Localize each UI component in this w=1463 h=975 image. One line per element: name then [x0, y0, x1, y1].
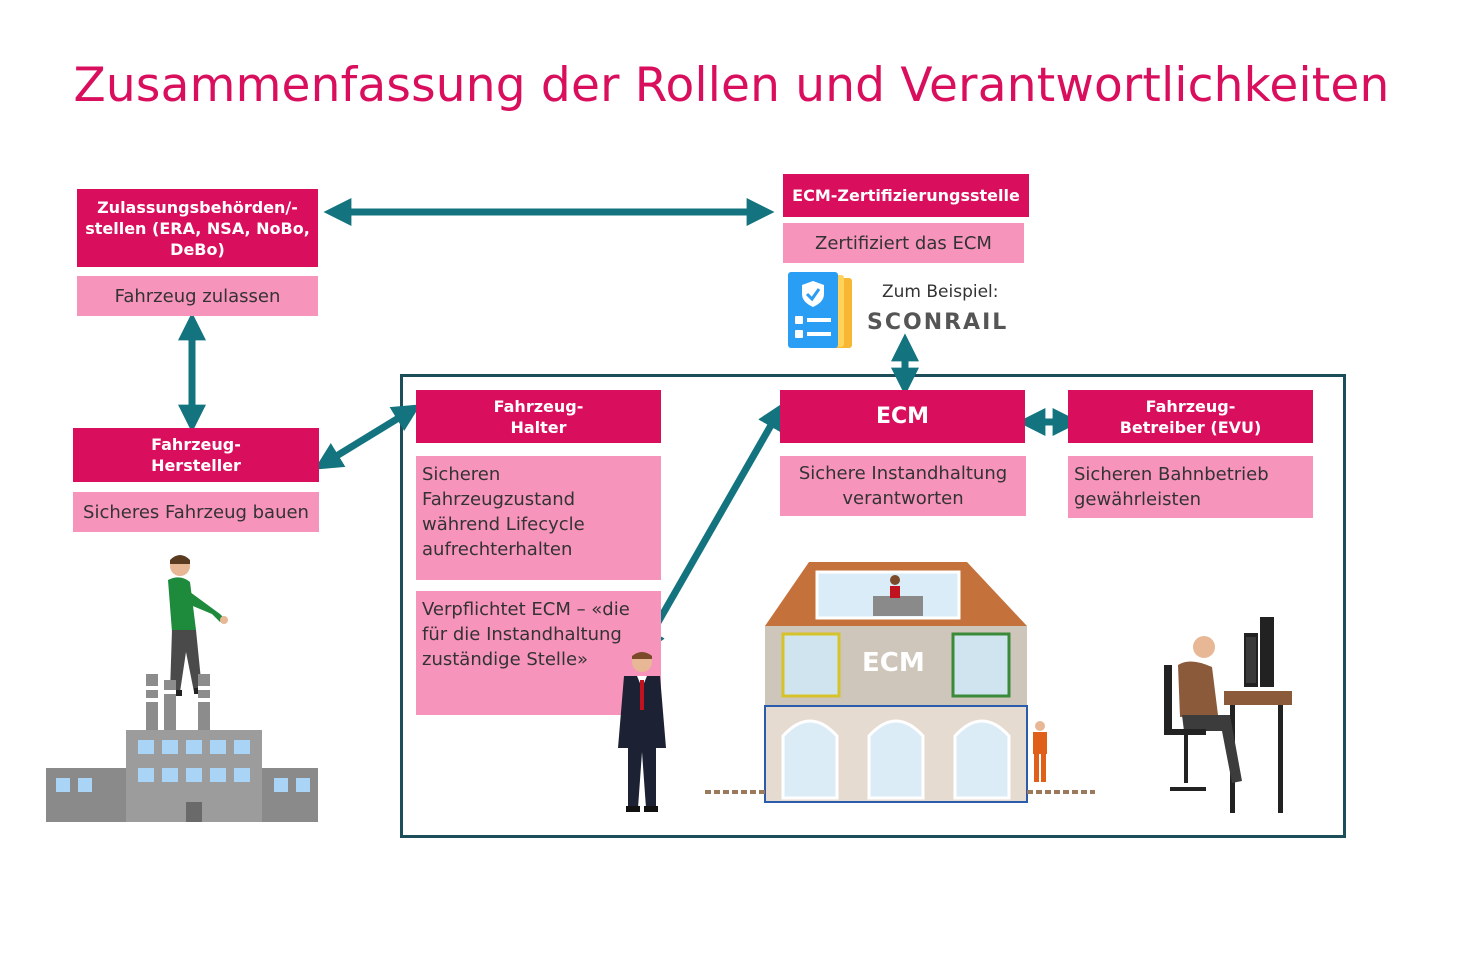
betreiber-desc: Sicheren Bahnbetrieb gewährleisten — [1068, 456, 1313, 518]
ecm-desc: Sichere Instandhaltung verantworten — [780, 456, 1026, 516]
ecm-header: ECM — [780, 390, 1025, 443]
halter-desc-2: Verpflichtet ECM – «die für die Instandh… — [416, 591, 661, 715]
factory-icon — [46, 674, 318, 822]
arrow-hersteller-halter — [314, 404, 421, 470]
hersteller-desc: Sicheres Fahrzeug bauen — [73, 492, 319, 532]
zulassung-header: Zulassungsbehörden/- stellen (ERA, NSA, … — [77, 189, 318, 267]
zertifizierung-header: ECM-Zertifizierungsstelle — [783, 174, 1029, 217]
hersteller-header: Fahrzeug- Hersteller — [73, 428, 319, 482]
sconrail-logo: SCONRAIL — [867, 310, 1009, 335]
halter-header: Fahrzeug- Halter — [416, 390, 661, 443]
certificate-icon — [788, 272, 852, 348]
page-title: Zusammenfassung der Rollen und Verantwor… — [73, 58, 1390, 113]
halter-desc-1: Sicheren Fahrzeugzustand während Lifecyc… — [416, 456, 661, 580]
ecm-building-label: ECM — [862, 648, 925, 678]
example-label: Zum Beispiel: — [882, 282, 999, 302]
zertifizierung-desc: Zertifiziert das ECM — [783, 223, 1024, 263]
operator-desk-icon — [1164, 617, 1292, 813]
arrow-halter-ecm — [638, 402, 785, 656]
betreiber-header: Fahrzeug- Betreiber (EVU) — [1068, 390, 1313, 443]
ecm-building-icon — [705, 562, 1095, 803]
businessman-icon — [618, 652, 666, 812]
zulassung-desc: Fahrzeug zulassen — [77, 276, 318, 316]
holder-ecm-operator-frame — [400, 374, 1346, 838]
